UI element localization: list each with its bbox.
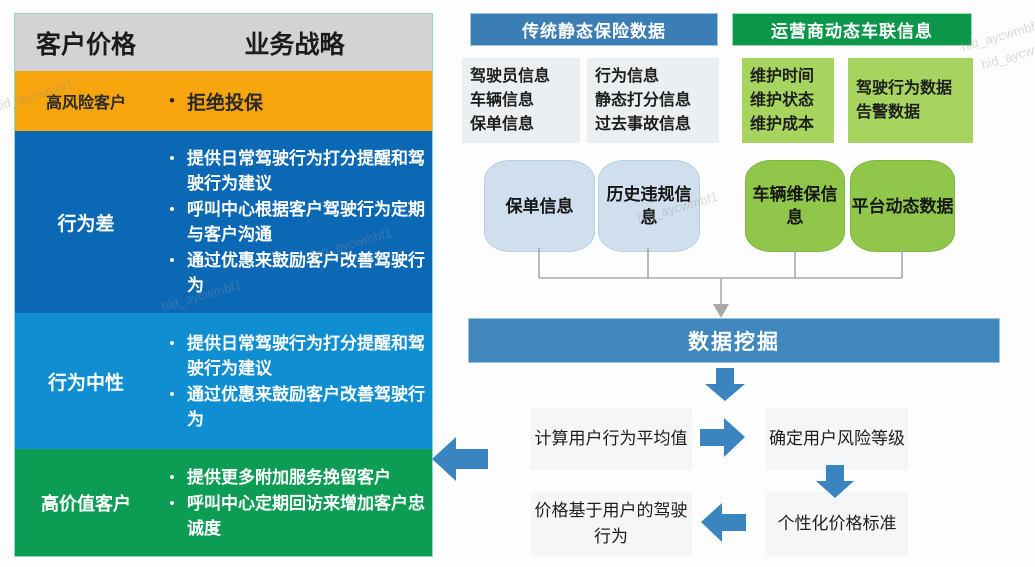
info-line: 维护成本: [750, 116, 815, 133]
list-item-text: 呼叫中心根据客户驾驶行为定期与客户沟通: [187, 200, 425, 244]
database-vehicle-maintenance: 车辆维保信息: [745, 160, 845, 252]
table-row-bad-behaviour: 行为差 • 提供日常驾驶行为打分提醒和驾驶行为建议 • 呼叫中心根据客户驾驶行为…: [15, 131, 432, 313]
list-item-text: 提供更多附加服务挽留客户: [187, 467, 391, 487]
bullet-icon: •: [169, 252, 175, 269]
row-strategy-list: • 提供日常驾驶行为打分提醒和驾驶行为建议 • 呼叫中心根据客户驾驶行为定期与客…: [157, 131, 432, 313]
step-personalized-price: 个性化价格标准: [766, 492, 908, 556]
bullet-icon: •: [169, 334, 175, 352]
header-customer-price: 客户价格: [35, 30, 136, 59]
step-price-based-on-behaviour: 价格基于用户的驾驶行为: [530, 492, 692, 556]
row-category-label: 行为差: [57, 213, 115, 235]
list-item-text: 提供日常驾驶行为打分提醒和驾驶行为建议: [187, 333, 425, 378]
info-box-driver-vehicle-policy: 驾驶员信息 车辆信息 保单信息: [462, 58, 580, 143]
list-item: • 通过优惠来鼓励客户改善驾驶行为: [157, 248, 428, 298]
database-policy-info: 保单信息: [484, 160, 595, 252]
row-category-label: 行为中性: [47, 372, 124, 394]
row-strategy-list: • 提供日常驾驶行为打分提醒和驾驶行为建议 • 通过优惠来鼓励客户改善驾驶行为: [157, 313, 432, 449]
source-header-static-insurance: 传统静态保险数据: [470, 13, 718, 46]
info-box-behaviour-score-accident: 行为信息 静态打分信息 过去事故信息: [587, 58, 719, 143]
bullet-icon: •: [169, 494, 175, 512]
info-box-maintenance: 维护时间 维护状态 维护成本: [742, 58, 834, 143]
list-item-text: 通过优惠来鼓励客户改善驾驶行为: [187, 384, 425, 429]
row-strategy-list: • 提供更多附加服务挽留客户 • 呼叫中心定期回访来增加客户忠诚度: [157, 449, 432, 556]
connector-lines: [538, 248, 903, 318]
table-row-high-value: 高价值客户 • 提供更多附加服务挽留客户 • 呼叫中心定期回访来增加客户忠诚度: [15, 449, 432, 556]
arrow-down-icon: [705, 368, 745, 401]
info-line: 维护状态: [750, 92, 815, 109]
source-header-operator-telematics: 运营商动态车联信息: [732, 13, 972, 46]
info-line: 行为信息: [595, 68, 660, 85]
list-item: • 提供更多附加服务挽留客户: [157, 465, 428, 490]
arrow-right-icon: [700, 418, 745, 457]
arrow-down-icon: [816, 465, 854, 498]
arrow-left-icon: [432, 437, 488, 481]
info-line: 车辆信息: [470, 92, 535, 109]
list-item-text: 提供日常驾驶行为打分提醒和驾驶行为建议: [187, 149, 425, 193]
list-item-text: 通过优惠来鼓励客户改善驾驶行为: [187, 251, 425, 295]
list-item: • 通过优惠来鼓励客户改善驾驶行为: [157, 382, 428, 432]
list-item: • 提供日常驾驶行为打分提醒和驾驶行为建议: [157, 146, 428, 196]
list-item-text: 呼叫中心定期回访来增加客户忠诚度: [187, 493, 425, 538]
table-row-neutral-behaviour: 行为中性 • 提供日常驾驶行为打分提醒和驾驶行为建议 • 通过优惠来鼓励客户改善…: [15, 313, 432, 449]
watermark: hid_aycwmbf1: [979, 34, 1035, 73]
bullet-icon: •: [169, 201, 175, 218]
table-header-row: 客户价格 业务战略: [15, 14, 432, 71]
info-line: 保单信息: [470, 116, 535, 133]
bullet-icon: •: [169, 90, 175, 110]
row-strategy-list: • 拒绝投保: [157, 71, 432, 131]
list-item: • 提供日常驾驶行为打分提醒和驾驶行为建议: [157, 331, 428, 381]
bullet-icon: •: [169, 468, 175, 486]
info-box-driving-alarm: 驾驶行为数据 告警数据: [848, 58, 973, 143]
info-line: 告警数据: [856, 104, 921, 121]
list-item-text: 拒绝投保: [187, 92, 264, 114]
info-line: 过去事故信息: [595, 116, 692, 133]
database-violation-history: 历史违规信息: [598, 160, 700, 252]
arrow-left-icon: [701, 503, 746, 542]
info-line: 静态打分信息: [595, 92, 692, 109]
info-line: 驾驶员信息: [470, 68, 551, 85]
table-row-high-risk: 高风险客户 • 拒绝投保: [15, 71, 432, 131]
step-risk-level: 确定用户风险等级: [766, 408, 908, 470]
bullet-icon: •: [169, 150, 175, 167]
list-item: • 呼叫中心根据客户驾驶行为定期与客户沟通: [157, 197, 428, 247]
info-line: 驾驶行为数据: [856, 80, 953, 97]
row-category-label: 高价值客户: [41, 493, 131, 514]
header-business-strategy: 业务战略: [244, 30, 345, 59]
database-platform-dynamic: 平台动态数据: [850, 160, 955, 252]
bullet-icon: •: [169, 385, 175, 403]
list-item: • 呼叫中心定期回访来增加客户忠诚度: [157, 491, 428, 541]
customer-strategy-table: 客户价格 业务战略 高风险客户 • 拒绝投保 行为差 • 提供日常驾驶行为打分提…: [14, 13, 433, 557]
row-category-label: 高风险客户: [45, 95, 126, 112]
step-calc-average: 计算用户行为平均值: [530, 408, 692, 470]
info-line: 维护时间: [750, 68, 815, 85]
list-item: • 拒绝投保: [157, 88, 428, 115]
data-mining-bar: 数据挖掘: [468, 318, 1000, 363]
